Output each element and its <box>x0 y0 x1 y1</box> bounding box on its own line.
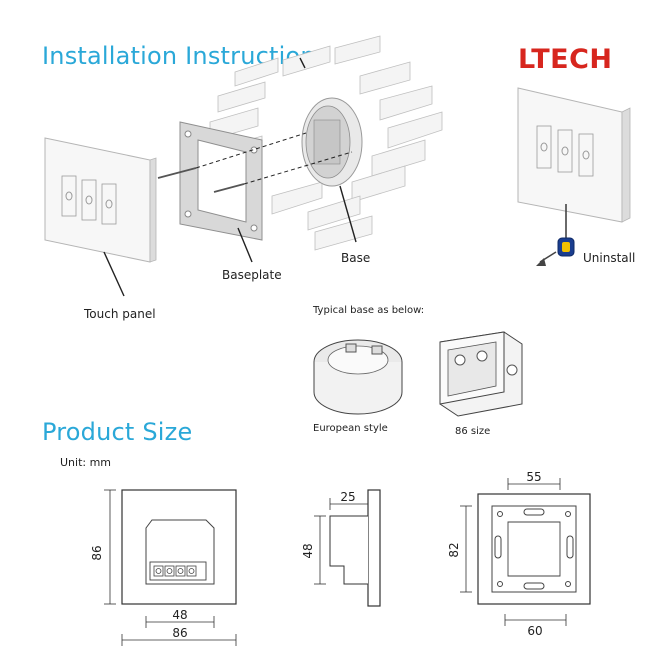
baseplate <box>179 121 263 241</box>
front-view-drawing: 86 48 86 <box>90 489 237 646</box>
size-86-label: 86 size <box>455 426 491 437</box>
screwdriver-icon <box>536 204 575 266</box>
touch-panel-left <box>44 137 157 263</box>
uninstall-label: Uninstall <box>583 251 636 265</box>
side-view-drawing: 25 48 <box>301 489 381 607</box>
typical-base-caption: Typical base as below: <box>313 305 425 316</box>
unit-label: Unit: mm <box>60 456 112 469</box>
front-width-dimension: 86 <box>172 626 187 640</box>
back-view-drawing: 55 82 60 <box>447 470 591 638</box>
leader-lines <box>103 57 357 297</box>
touch-panel-right <box>517 87 631 223</box>
side-height-dimension: 48 <box>301 543 315 558</box>
baseplate-label: Baseplate <box>222 268 282 282</box>
size-86-base <box>439 331 523 417</box>
ltech-logo-graphic: LTECH <box>518 44 613 75</box>
mounting-screws <box>157 132 353 193</box>
back-height-dimension: 82 <box>447 542 461 557</box>
front-height-dimension: 86 <box>90 545 104 560</box>
wall-base-box <box>301 97 363 187</box>
touch-panel-label: Touch panel <box>84 307 156 321</box>
product-size-title: Product Size <box>42 418 193 446</box>
european-style-base <box>313 339 403 415</box>
ltech-logo: LTECH <box>518 40 638 76</box>
european-style-label: European style <box>313 423 388 434</box>
back-bottom-width-dimension: 60 <box>527 624 542 638</box>
ltech-logo-text: LTECH <box>518 44 613 75</box>
side-depth-dimension: 25 <box>340 490 355 504</box>
base-label: Base <box>341 251 371 265</box>
back-top-width-dimension: 55 <box>526 470 541 484</box>
front-inner-width-dimension: 48 <box>172 608 187 622</box>
